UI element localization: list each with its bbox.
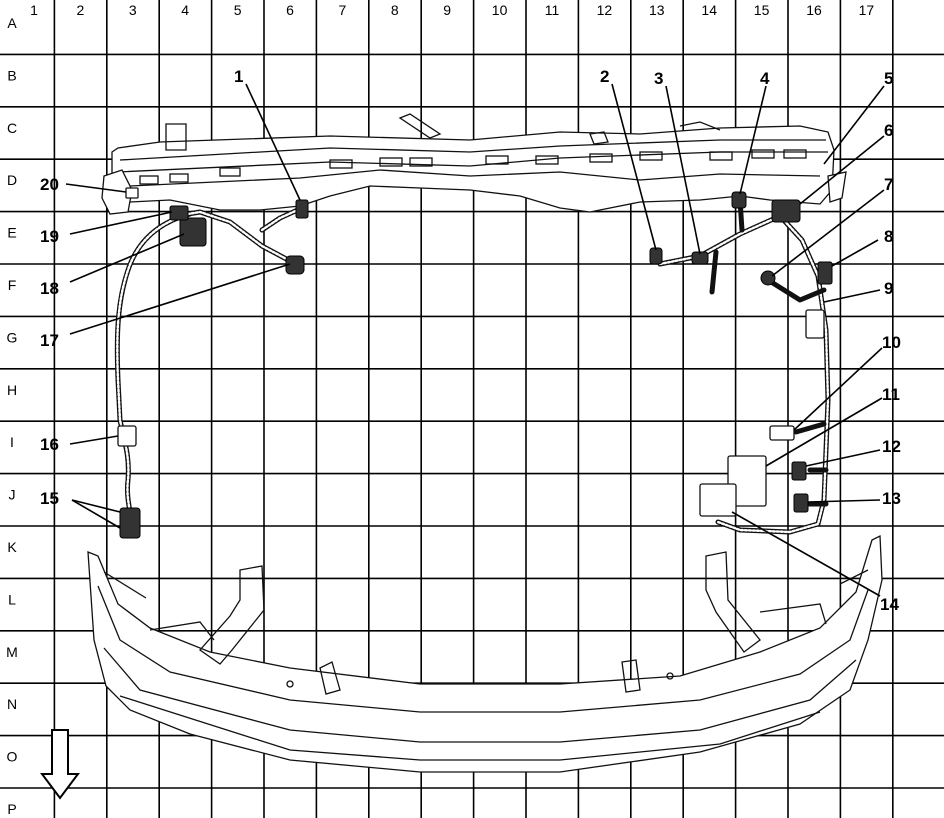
connector-20 <box>125 187 139 199</box>
callout-18: 18 <box>40 279 59 298</box>
column-label-16: 16 <box>806 2 822 18</box>
column-label-5: 5 <box>234 2 242 18</box>
upper-tie-bar <box>111 125 835 213</box>
connector-18 <box>179 217 207 247</box>
column-label-6: 6 <box>286 2 294 18</box>
front-bumper-fascia <box>87 534 883 773</box>
callout-15: 15 <box>40 489 59 508</box>
callout-4: 4 <box>760 69 770 88</box>
callout-11: 11 <box>882 385 900 404</box>
column-label-15: 15 <box>754 2 770 18</box>
callout-1: 1 <box>234 67 243 86</box>
callout-2: 2 <box>600 67 609 86</box>
callout-labels: 1 2 3 4 5 6 7 8 9 10 11 12 13 14 15 16 1… <box>40 67 901 614</box>
connector-10 <box>769 425 795 441</box>
column-label-4: 4 <box>181 2 189 18</box>
row-label-E: E <box>7 225 16 241</box>
connector-12 <box>791 461 807 481</box>
tie-bar-slots <box>139 149 807 185</box>
callout-10: 10 <box>882 333 901 352</box>
column-label-17: 17 <box>859 2 875 18</box>
row-label-B: B <box>7 67 16 83</box>
callout-13: 13 <box>882 489 901 508</box>
connector-8 <box>817 261 833 285</box>
row-label-D: D <box>7 172 17 188</box>
row-label-L: L <box>8 591 16 607</box>
column-label-9: 9 <box>443 2 451 18</box>
connector-13 <box>793 493 809 513</box>
connector-7 <box>760 270 776 286</box>
row-label-O: O <box>7 749 18 765</box>
callout-9: 9 <box>884 279 893 298</box>
row-label-F: F <box>8 277 17 293</box>
callout-16: 16 <box>40 435 59 454</box>
row-label-C: C <box>7 120 17 136</box>
callout-6: 6 <box>884 121 893 140</box>
column-label-8: 8 <box>391 2 399 18</box>
connectors <box>117 187 833 539</box>
callout-17: 17 <box>40 331 59 350</box>
row-label-H: H <box>7 382 17 398</box>
row-label-G: G <box>7 329 18 345</box>
column-label-7: 7 <box>339 2 347 18</box>
column-label-1: 1 <box>30 2 38 18</box>
connector-2 <box>649 247 663 265</box>
connector-1 <box>295 199 309 219</box>
column-label-11: 11 <box>545 2 560 18</box>
column-label-14: 14 <box>701 2 717 18</box>
callout-7: 7 <box>884 175 893 194</box>
callout-3: 3 <box>654 69 663 88</box>
row-label-J: J <box>9 487 16 503</box>
callout-19: 19 <box>40 227 59 246</box>
down-arrow-icon <box>40 729 80 800</box>
callout-5: 5 <box>884 69 893 88</box>
module-14 <box>699 483 737 517</box>
column-label-2: 2 <box>77 2 85 18</box>
connector-19 <box>169 205 189 221</box>
row-label-A: A <box>7 15 17 31</box>
callout-14: 14 <box>880 595 899 614</box>
callout-leaders <box>65 83 885 597</box>
row-label-K: K <box>7 539 17 555</box>
callout-20: 20 <box>40 175 59 194</box>
connector-4 <box>731 191 747 209</box>
column-label-3: 3 <box>129 2 137 18</box>
connector-15 <box>119 507 141 539</box>
row-label-N: N <box>7 696 17 712</box>
connector-9 <box>805 309 825 339</box>
connector-16 <box>117 425 137 447</box>
column-label-13: 13 <box>649 2 665 18</box>
row-labels: A B C D E F G H I J K L M N O P <box>6 15 18 817</box>
row-label-M: M <box>6 644 18 660</box>
wiring-harness <box>114 197 831 535</box>
callout-12: 12 <box>882 437 901 456</box>
vehicle-structure-illustration <box>87 113 883 773</box>
column-label-10: 10 <box>492 2 508 18</box>
row-label-I: I <box>10 434 14 450</box>
row-label-P: P <box>7 801 16 817</box>
connector-6 <box>771 199 801 223</box>
module-11 <box>727 455 767 507</box>
column-label-12: 12 <box>597 2 613 18</box>
callout-8: 8 <box>884 227 893 246</box>
